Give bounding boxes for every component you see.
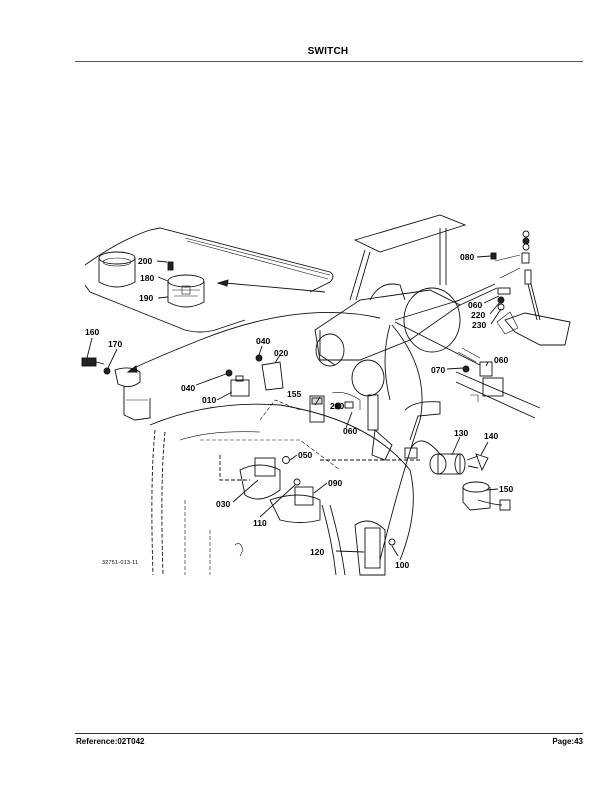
- tractor-illustration: [314, 214, 467, 397]
- callout-120: 120: [310, 547, 325, 557]
- temperature-sender-parts: [81, 357, 151, 421]
- callout-060-right: 060: [494, 355, 509, 365]
- callout-160: 160: [85, 327, 100, 337]
- figure-number: 32751-013-11: [102, 560, 139, 566]
- page-title: SWITCH: [307, 46, 349, 57]
- callout-210: 210: [330, 401, 345, 411]
- leader-lines: [86, 255, 502, 557]
- callout-070: 070: [431, 365, 446, 375]
- inset-fuel-sender-panel: [84, 227, 334, 333]
- callout-040-lower: 040: [181, 383, 196, 393]
- callout-030: 030: [216, 499, 231, 509]
- callout-140: 140: [484, 431, 499, 441]
- callout-220: 220: [471, 310, 486, 320]
- reference-arrow: [224, 282, 326, 293]
- callout-190: 190: [139, 293, 154, 303]
- callout-080: 080: [460, 252, 475, 262]
- callout-100: 100: [395, 560, 410, 570]
- callout-060-upper-right: 060: [468, 300, 483, 310]
- starter-key-switch-parts: [404, 440, 511, 511]
- callout-170: 170: [108, 339, 123, 349]
- callout-155: 155: [287, 389, 302, 399]
- header-divider: [75, 61, 583, 62]
- callout-150: 150: [499, 484, 514, 494]
- lever-switch-assembly: [455, 347, 541, 419]
- footer-divider: [75, 733, 583, 734]
- callout-110: 110: [253, 518, 267, 528]
- callout-130: 130: [454, 428, 469, 438]
- relay-parts-upper: [225, 354, 284, 397]
- callout-180: 180: [140, 273, 155, 283]
- callout-060-center: 060: [343, 426, 358, 436]
- reference-code: Reference:02T042: [76, 737, 145, 746]
- callout-200: 200: [138, 256, 153, 266]
- page-number: Page:43: [552, 737, 583, 746]
- callout-010: 010: [202, 395, 217, 405]
- dashboard-panel: [149, 399, 420, 576]
- callout-050: 050: [298, 450, 313, 460]
- callout-090: 090: [328, 478, 343, 488]
- callout-020: 020: [274, 348, 289, 358]
- callout-040-upper: 040: [256, 336, 271, 346]
- callout-230: 230: [472, 320, 487, 330]
- pedal-switch-assembly: [454, 230, 571, 346]
